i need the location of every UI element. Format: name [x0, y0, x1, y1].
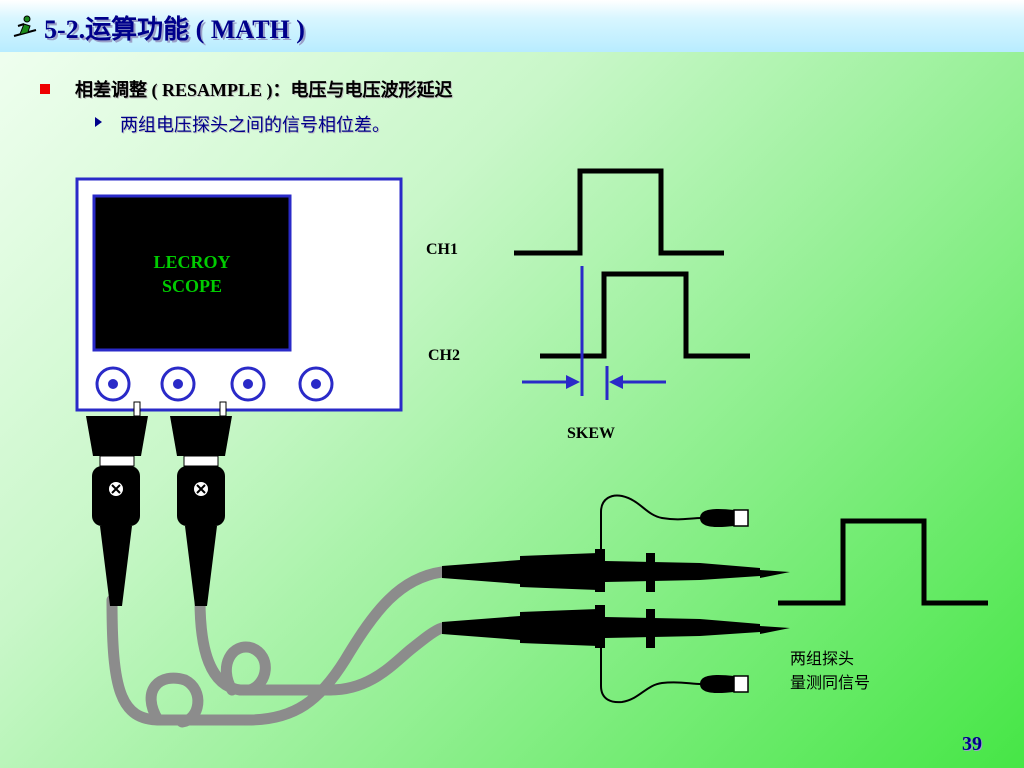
skew-label: SKEW [567, 425, 615, 442]
triangle-arrow-icon [95, 117, 102, 127]
probe-body-1 [442, 549, 790, 592]
skew-marker [522, 266, 666, 400]
ch2-waveform [540, 271, 750, 359]
probe-connector-1 [86, 401, 148, 606]
sub-bullet: 两组电压探头之间的信号相位差。 [120, 115, 390, 135]
probe-note-line2: 量测同信号 [790, 673, 870, 692]
oscilloscope: LECROY SCOPE [75, 177, 403, 412]
scope-label-line1: LECROY [153, 252, 230, 272]
ch1-label: CH1 [426, 241, 458, 258]
bullet-square-icon [40, 84, 50, 94]
probe-connector-2 [170, 401, 232, 606]
slide-title: 5-2.运算功能 ( MATH ) [44, 15, 305, 44]
probe-cables [106, 566, 448, 728]
ground-lead-2 [600, 648, 703, 704]
probe-note-line1: 两组探头 [790, 649, 854, 668]
ground-clip-1 [700, 508, 749, 528]
bullet-heading: 相差调整 ( RESAMPLE )：电压与电压波形延迟 [75, 80, 453, 100]
skier-icon [13, 15, 37, 37]
ch2-label: CH2 [428, 347, 460, 364]
ground-lead-1 [600, 494, 703, 549]
title-bar: 5-2.运算功能 ( MATH ) [0, 0, 1024, 52]
measured-signal-waveform [778, 518, 988, 606]
page-number: 39 [962, 733, 982, 755]
ch1-waveform [514, 168, 724, 256]
probe-body-2 [442, 605, 790, 648]
ground-clip-2 [700, 674, 749, 694]
scope-knobs [95, 366, 334, 402]
scope-label-line2: SCOPE [162, 276, 222, 296]
